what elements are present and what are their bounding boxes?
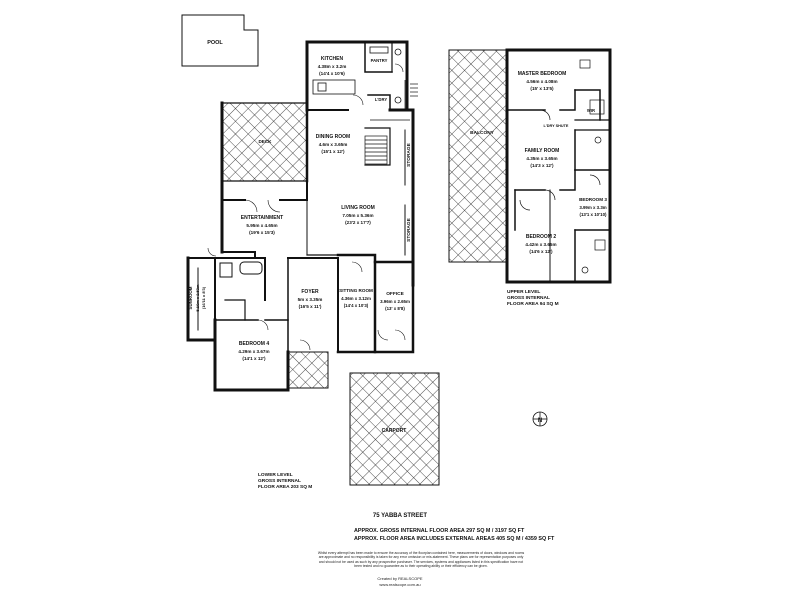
lower-level-walls xyxy=(186,40,415,392)
living-imperial: (23'2 x 17'7) xyxy=(345,220,371,225)
sitting-imperial: (14'4 x 10'3) xyxy=(344,303,369,308)
dining-metric: 4.6m x 3.65m xyxy=(319,142,348,147)
entry-porch-area xyxy=(287,351,329,389)
north-compass: N xyxy=(532,411,548,427)
entertainment-imperial: (19'6 x 15'3) xyxy=(249,230,275,235)
office-imperial: (13' x 8'8) xyxy=(385,306,405,311)
bedroom3-label: BEDROOM 3 xyxy=(579,197,607,202)
wir-label: WIR xyxy=(587,108,595,113)
balcony-label: BALCONY xyxy=(470,130,495,136)
entertainment-label: ENTERTAINMENT xyxy=(241,215,283,221)
bedroom3-metric: 3.99m x 3.3m xyxy=(579,205,606,210)
upper-level-title: UPPER LEVEL xyxy=(507,289,540,295)
storage-upper-label: STORAGE xyxy=(406,142,412,166)
bedroom4-label: BEDROOM 4 xyxy=(239,341,270,347)
family-metric: 4.35m x 3.65m xyxy=(526,156,557,161)
office-metric: 3.96m x 2.65m xyxy=(380,299,410,304)
foyer-label: FOYER xyxy=(301,289,319,295)
storage-lower-label: STORAGE xyxy=(406,217,412,241)
master-imperial: (15' x 13'5) xyxy=(530,86,554,91)
deck-label: DECK xyxy=(258,139,272,144)
bedroom2-metric: 4.42m x 3.65m xyxy=(525,242,556,247)
pool-outline xyxy=(181,14,259,67)
property-address: 75 YABBA STREET xyxy=(372,513,428,519)
dining-label: DINING ROOM xyxy=(316,134,350,140)
sunroom-imperial: (16'11 x 8'3) xyxy=(201,286,206,309)
sitting-label: SITTING ROOM xyxy=(339,288,373,293)
stairs-lower xyxy=(364,80,418,165)
kitchen-fixtures xyxy=(312,46,404,106)
sitting-metric: 4.36m x 3.12m xyxy=(341,296,371,301)
compass-label: N xyxy=(538,418,542,424)
family-label: FAMILY ROOM xyxy=(525,148,560,154)
pool-label: POOL xyxy=(207,40,223,46)
upper-level-line2: GROSS INTERNAL xyxy=(507,295,550,301)
bedroom4-imperial: (14'1 x 12') xyxy=(242,356,266,361)
created-by: Created by REALSCOPE xyxy=(377,576,423,581)
external-area-line: APPROX. FLOOR AREA INCLUDES EXTERNAL ARE… xyxy=(354,536,555,542)
kitchen-metric: 4.38m x 3.2m xyxy=(318,64,347,69)
bedroom2-label: BEDROOM 2 xyxy=(526,234,557,240)
upper-level-area: FLOOR AREA 94 SQ M xyxy=(507,301,559,307)
living-metric: 7.05m x 5.36m xyxy=(342,213,373,218)
balcony-area xyxy=(448,49,508,263)
foyer-metric: 5m x 3.35m xyxy=(298,297,323,302)
sunroom-metric: 5.16m x 2.53m xyxy=(195,284,200,312)
entertainment-metric: 5.95m x 4.65m xyxy=(246,223,277,228)
carport-area xyxy=(349,372,440,486)
website-link[interactable]: www.realscope.com.au xyxy=(379,582,421,587)
office-label: OFFICE xyxy=(386,291,404,297)
upper-level-walls xyxy=(505,48,612,284)
bedroom3-imperial: (13'1 x 10'10) xyxy=(580,212,608,217)
foyer-imperial: (16'5 x 11') xyxy=(299,304,322,309)
family-imperial: (14'3 x 12') xyxy=(530,163,554,168)
disclaimer-text: Whilst every attempt has been made to en… xyxy=(317,551,525,568)
lower-level-area: FLOOR AREA 203 SQ M xyxy=(258,484,312,490)
lower-level-title: LOWER LEVEL xyxy=(258,472,293,478)
carport-label: CARPORT xyxy=(382,428,407,434)
door-swings-lower xyxy=(207,199,406,351)
deck-area xyxy=(221,102,308,182)
living-label: LIVING ROOM xyxy=(341,205,375,211)
gross-area-line: APPROX. GROSS INTERNAL FLOOR AREA 297 SQ… xyxy=(354,528,525,534)
laundry-shute-label: L'DRY SHUTE xyxy=(544,124,569,128)
pantry-label: PANTRY xyxy=(371,58,388,63)
laundry-label: L'DRY xyxy=(375,97,387,102)
bedroom2-imperial: (14'6 x 12') xyxy=(529,249,553,254)
dining-imperial: (15'1 x 12') xyxy=(321,149,345,154)
master-metric: 4.56m x 4.08m xyxy=(526,79,557,84)
master-label: MASTER BEDROOM xyxy=(518,71,567,77)
bedroom4-metric: 4.29m x 3.67m xyxy=(238,349,269,354)
kitchen-label: KITCHEN xyxy=(321,56,344,62)
upper-fixtures xyxy=(519,59,606,274)
sunroom-label: SUNROOM xyxy=(188,286,193,309)
kitchen-imperial: (14'4 x 10'6) xyxy=(319,71,345,76)
lower-level-line2: GROSS INTERNAL xyxy=(258,478,301,484)
